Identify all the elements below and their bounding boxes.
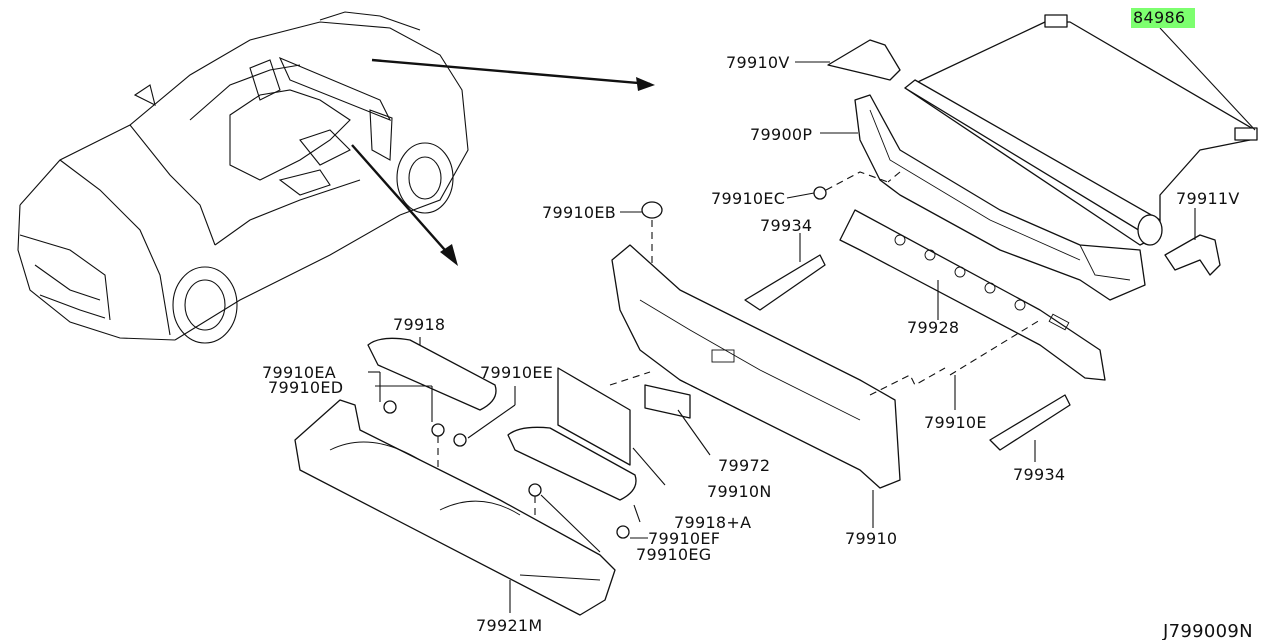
label-79910: 79910 <box>845 529 897 548</box>
label-79972: 79972 <box>718 456 770 475</box>
label-79910EE: 79910EE <box>480 363 553 382</box>
label-79910E: 79910E <box>924 413 987 432</box>
bracket-79934-lower <box>989 394 1071 451</box>
label-79900P: 79900P <box>750 125 812 144</box>
label-plate-79972 <box>644 384 691 419</box>
finisher-79918 <box>367 337 497 411</box>
label-79918: 79918 <box>393 315 445 334</box>
clips-small <box>383 400 630 540</box>
trim-cap-79911V <box>1164 234 1221 276</box>
label-79910EB: 79910EB <box>542 203 616 222</box>
bracket-79934-upper <box>744 254 826 311</box>
label-79910EA: 79910EA <box>262 363 336 382</box>
drawing-code: J799009N <box>1162 621 1253 640</box>
label-79910N: 79910N <box>707 482 772 501</box>
clip-79910EB <box>641 201 663 330</box>
label-79928: 79928 <box>907 318 959 337</box>
leader-lines <box>368 27 1256 613</box>
pointer-arrows <box>351 58 655 266</box>
highlight-84986 <box>1131 8 1195 28</box>
label-79934-lower: 79934 <box>1013 465 1065 484</box>
lower-trim-79921M <box>294 399 616 616</box>
finisher-79918A <box>507 426 637 501</box>
label-79911V: 79911V <box>1176 189 1240 208</box>
board-79910N <box>557 367 631 466</box>
label-79921M: 79921M <box>476 616 543 635</box>
trim-cap-79910V <box>827 39 901 81</box>
car-illustration <box>17 11 469 344</box>
label-79918A: 79918+A <box>674 513 751 532</box>
label-79934-upper: 79934 <box>760 216 812 235</box>
label-79910EC: 79910EC <box>711 189 785 208</box>
label-79910ED: 79910ED <box>268 378 343 397</box>
label-79910V: 79910V <box>726 53 790 72</box>
luggage-cover-84986 <box>904 14 1258 246</box>
cross-member-79928 <box>839 209 1106 381</box>
label-79910EF: 79910EF <box>648 529 720 548</box>
rear-trim-79910 <box>611 244 901 489</box>
rear-panel-79900P <box>854 94 1146 301</box>
label-79910EG: 79910EG <box>636 545 712 564</box>
clip-79910EC <box>813 171 889 200</box>
label-84986: 84986 <box>1133 8 1185 27</box>
